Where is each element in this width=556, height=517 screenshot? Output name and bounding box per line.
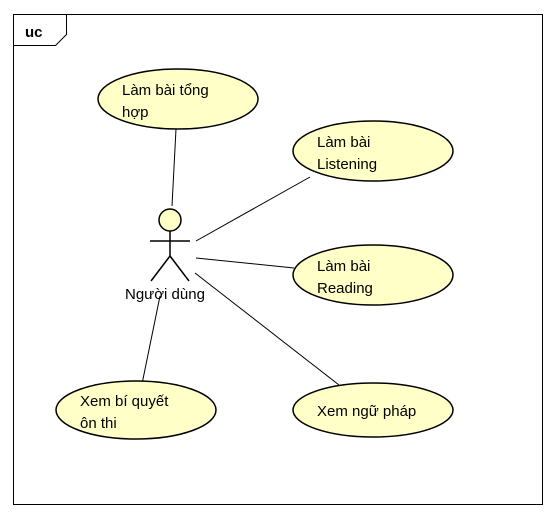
actor-right-leg (169, 255, 190, 282)
actor-head (158, 208, 182, 232)
use-case-ellipse (97, 68, 259, 130)
associations (141, 128, 340, 386)
association-listening (195, 176, 311, 242)
use-case-label: Listening (317, 156, 377, 173)
use-case-label: Làm bài (317, 258, 370, 275)
actor-nguoi-dung[interactable]: Người dùng (125, 208, 205, 303)
use-case-lam-bai-listening[interactable]: Làm bài Listening (292, 120, 454, 182)
association-bi-quyet (141, 295, 161, 385)
use-case-xem-bi-quyet-on-thi[interactable]: Xem bí quyết ôn thi (55, 380, 217, 440)
use-case-label: Làm bài (317, 134, 370, 151)
use-case-label: ôn thi (80, 415, 117, 432)
use-case-lam-bai-tong-hop[interactable]: Làm bài tổng hợp (97, 68, 259, 130)
use-case-label: hợp (122, 104, 149, 121)
actor-left-leg (150, 255, 171, 282)
use-case-label: Xem ngữ pháp (317, 403, 416, 420)
use-case-ellipse (292, 244, 454, 306)
use-case-ellipse (292, 382, 454, 438)
use-case-ellipse (55, 380, 217, 440)
frame-label: uc (25, 24, 43, 41)
actor-label: Người dùng (125, 286, 205, 303)
association-ngu-phap (194, 272, 340, 386)
association-reading (195, 257, 295, 269)
use-case-label: Xem bí quyết (80, 393, 169, 410)
association-tong-hop (171, 128, 177, 207)
use-case-label: Làm bài tổng (122, 82, 209, 99)
use-case-ellipse (292, 120, 454, 182)
frame-label-tab (13, 14, 67, 46)
use-case-label: Reading (317, 280, 373, 297)
use-case-lam-bai-reading[interactable]: Làm bài Reading (292, 244, 454, 306)
use-case-xem-ngu-phap[interactable]: Xem ngữ pháp (292, 382, 454, 438)
